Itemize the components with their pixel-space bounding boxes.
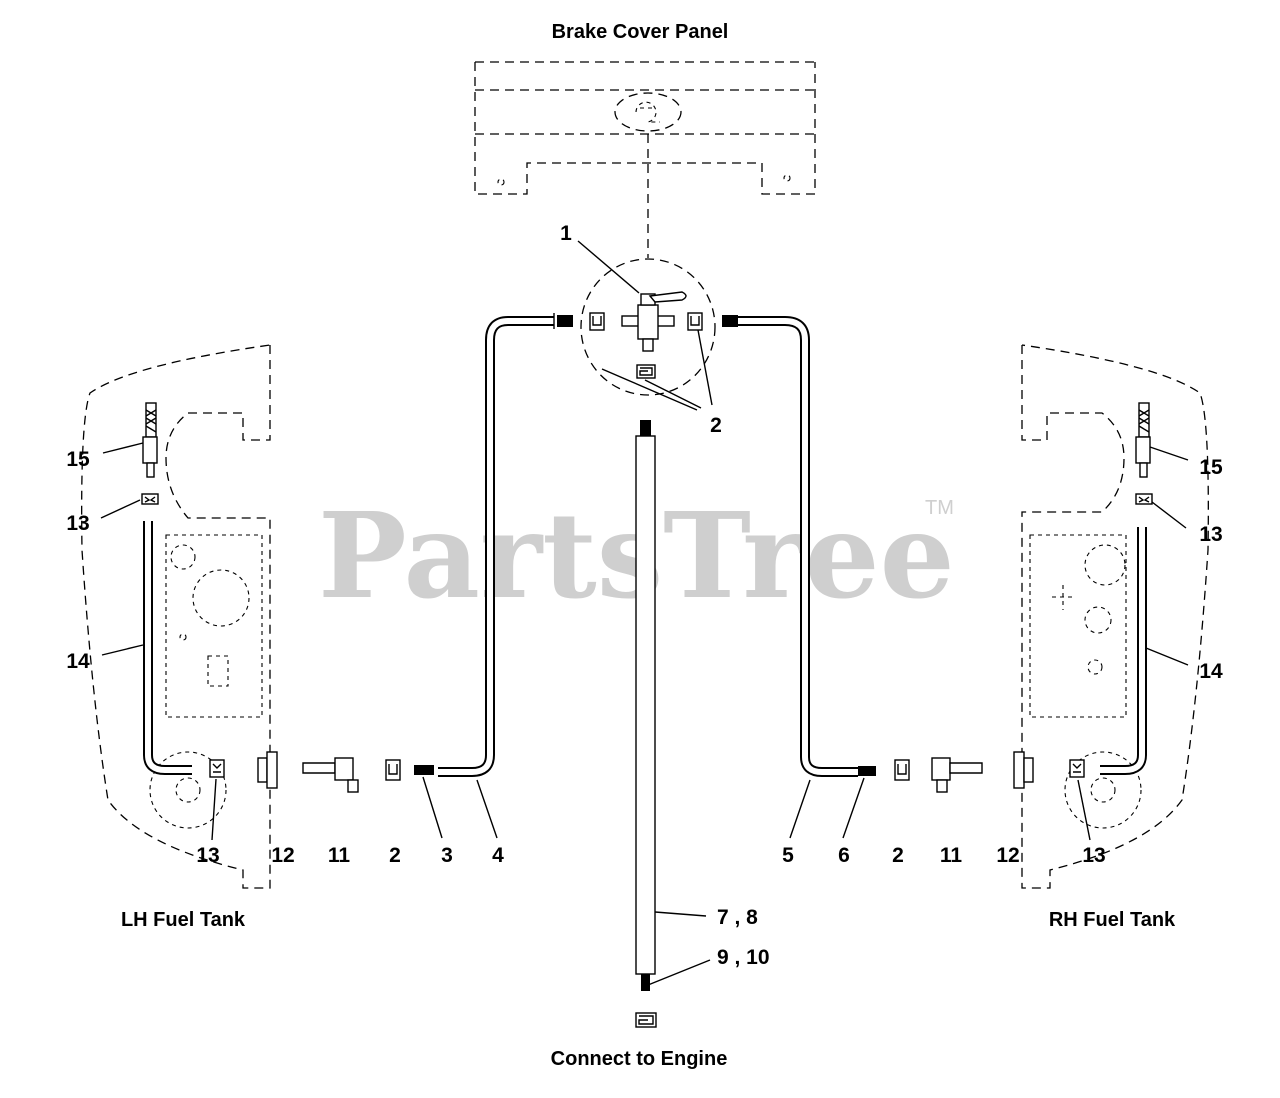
- callout-5: 5: [782, 844, 794, 867]
- callout-2-right: 2: [892, 844, 904, 867]
- fuel-hose-4: [438, 313, 573, 777]
- rh-fuel-tank-outline: [1021, 344, 1209, 889]
- lh-clamp-13-top: [141, 493, 159, 505]
- lh-fuel-tank-outline: [81, 344, 271, 889]
- callout-13-right-top: 13: [1199, 523, 1222, 546]
- callout-2-valve: 2: [710, 414, 722, 437]
- callout-15-right: 15: [1199, 456, 1223, 479]
- callout-11-right: 11: [940, 844, 963, 867]
- callout-6: 6: [838, 844, 850, 867]
- valve-detail-circle: [580, 258, 716, 396]
- callout-14-left: 14: [66, 650, 90, 673]
- callout-9-10: 9 , 10: [717, 946, 770, 969]
- lh-tank-fittings: [141, 402, 434, 793]
- callout-4: 4: [492, 844, 504, 867]
- callout-2-left: 2: [389, 844, 401, 867]
- callout-13-left-top: 13: [66, 512, 89, 535]
- callout-1: 1: [560, 222, 572, 245]
- fuel-valve: [621, 291, 687, 352]
- lh-hose-14: [143, 521, 192, 775]
- rh-clamp-13-top: [1135, 493, 1153, 505]
- callout-13-left-bottom: 13: [196, 844, 219, 867]
- watermark-trademark: TM: [925, 497, 954, 519]
- rh-elbow-11: [931, 757, 951, 781]
- callout-12-left: 12: [271, 844, 294, 867]
- lh-elbow-11: [302, 762, 336, 774]
- callout-14-right: 14: [1199, 660, 1223, 683]
- callout-13-right-bottom: 13: [1082, 844, 1105, 867]
- lh-grommet-12: [257, 757, 268, 783]
- callout-11-left: 11: [328, 844, 351, 867]
- callout-15-left: 15: [66, 448, 90, 471]
- lh-adapter-3: [414, 765, 434, 775]
- lh-clamp-2: [385, 759, 401, 781]
- rh-adapter-6: [858, 766, 876, 776]
- callout-12-right: 12: [996, 844, 1019, 867]
- rh-clamp-2: [894, 759, 910, 781]
- callout-7-8: 7 , 8: [717, 906, 758, 929]
- fuel-hose-5: [722, 315, 858, 777]
- hose-clamp-set-valve: [589, 312, 703, 379]
- callout-3: 3: [441, 844, 453, 867]
- rh-grommet-12: [1013, 751, 1025, 789]
- engine-fuel-hose: [635, 420, 657, 1028]
- rh-hose-14: [1100, 527, 1147, 775]
- brake-cover-panel-outline: [474, 61, 816, 258]
- title-lh-fuel-tank: LH Fuel Tank: [121, 909, 246, 931]
- title-connect-to-engine: Connect to Engine: [551, 1048, 728, 1070]
- title-rh-fuel-tank: RH Fuel Tank: [1049, 909, 1176, 931]
- rh-tank-fittings: [858, 402, 1153, 793]
- title-brake-cover-panel: Brake Cover Panel: [552, 21, 729, 43]
